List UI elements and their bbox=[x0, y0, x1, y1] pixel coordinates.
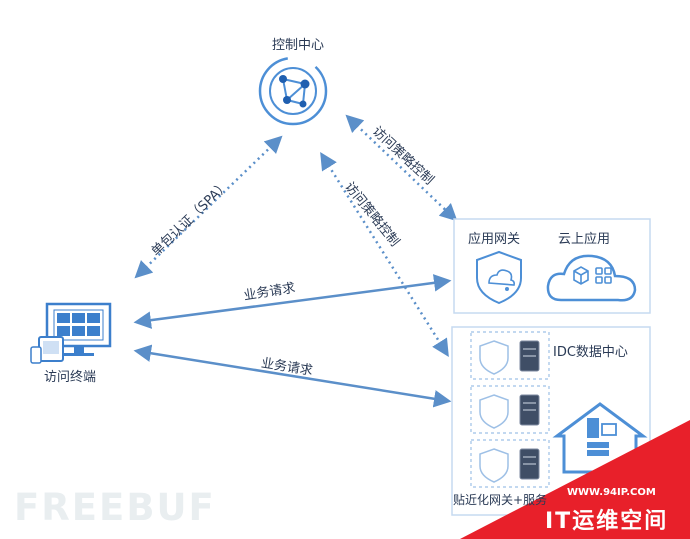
idc-label: IDC数据中心 bbox=[553, 345, 628, 360]
corner-banner bbox=[460, 420, 690, 539]
control-center-icon bbox=[258, 56, 328, 126]
proximity-gateway-label: 贴近化网关+服务 bbox=[453, 493, 548, 507]
banner-url: WWW.94IP.COM bbox=[567, 487, 656, 498]
freebuf-watermark: FREEBUF bbox=[14, 486, 216, 529]
cloud-app-label: 云上应用 bbox=[558, 232, 611, 247]
app-gateway-label: 应用网关 bbox=[468, 232, 521, 247]
access-terminal-icon bbox=[30, 302, 112, 364]
access-terminal-label: 访问终端 bbox=[44, 370, 97, 385]
control-center-label: 控制中心 bbox=[272, 38, 325, 53]
banner-title: IT运维空间 bbox=[545, 509, 669, 534]
request-connector-top bbox=[133, 274, 452, 329]
idc-box bbox=[451, 326, 651, 516]
cloud-app-icon bbox=[546, 254, 637, 302]
app-gateway-shield-icon bbox=[476, 250, 522, 305]
request-connector-bottom bbox=[133, 344, 452, 408]
proximity-gateway-group bbox=[470, 331, 550, 488]
